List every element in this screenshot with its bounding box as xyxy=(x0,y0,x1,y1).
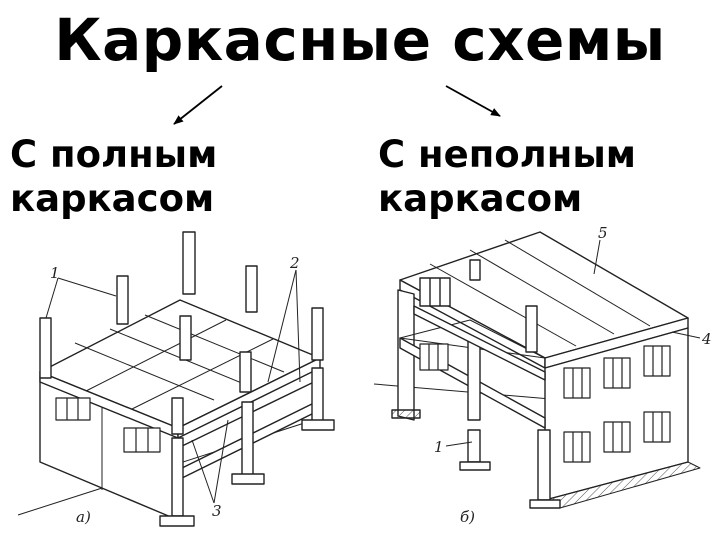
fig-label-left: а) xyxy=(76,508,91,526)
partial-frame-drawing xyxy=(373,231,701,509)
caption-partial-frame-line1: С неполным xyxy=(378,133,637,176)
callout-5-right: 5 xyxy=(598,224,608,242)
callout-1-left: 1 xyxy=(50,264,60,282)
caption-full-frame-line1: С полным xyxy=(10,133,218,176)
callout-4-right: 4 xyxy=(701,330,712,348)
arrow-left xyxy=(173,85,223,125)
callout-2-left: 2 xyxy=(289,254,300,272)
caption-partial-frame-line2: каркасом xyxy=(378,177,583,220)
slide-title: Каркасные схемы xyxy=(54,6,666,74)
fig-label-right: б) xyxy=(460,508,475,526)
full-frame-drawing xyxy=(17,231,335,527)
callout-3-left: 3 xyxy=(212,502,222,520)
caption-full-frame: С полным каркасом xyxy=(10,133,217,221)
caption-partial-frame: С неполным каркасом xyxy=(378,133,636,221)
callout-1-right: 1 xyxy=(434,438,444,456)
arrow-right xyxy=(445,85,501,117)
caption-full-frame-line2: каркасом xyxy=(10,177,215,220)
windows-front xyxy=(55,397,161,453)
windows-end-wall xyxy=(563,345,671,463)
